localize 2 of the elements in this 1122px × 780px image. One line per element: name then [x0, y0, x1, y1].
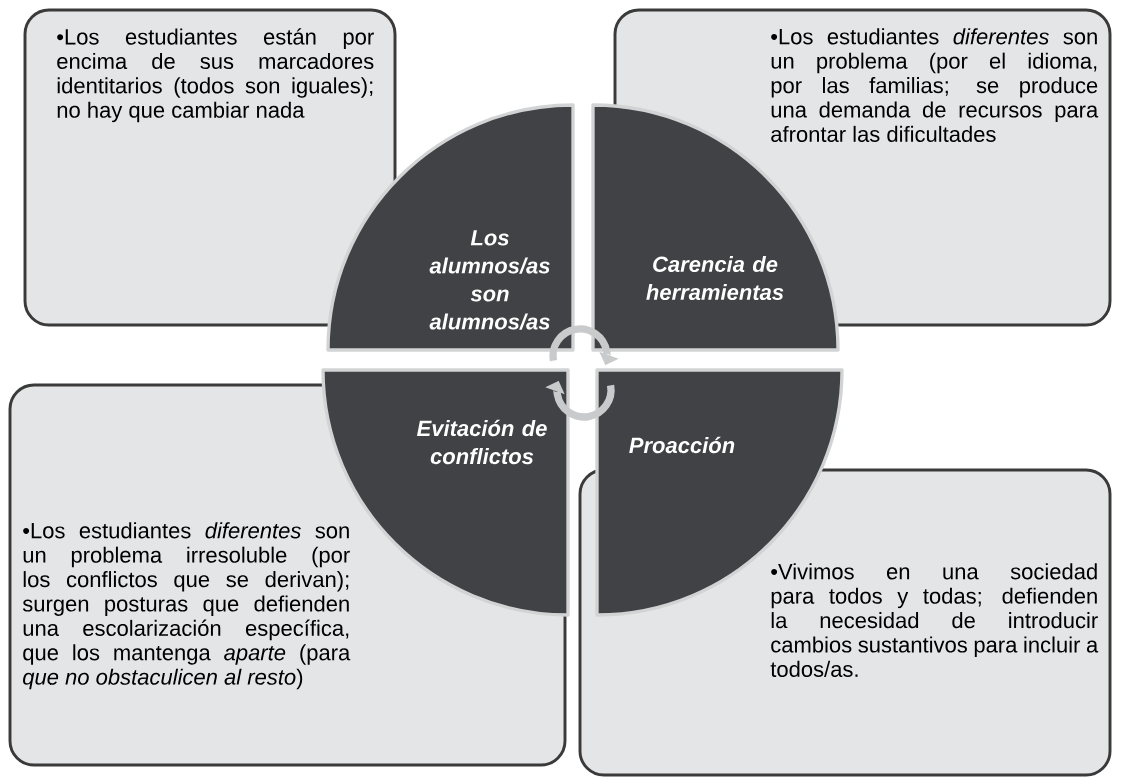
text-box: •Los estudiantes están por encima de sus marcadores identitarios (todos son iguales); no hay que cambiar nada — [23, 8, 397, 327]
quadrant-segment: Los alumnos/as son alumnos/as — [326, 103, 575, 352]
